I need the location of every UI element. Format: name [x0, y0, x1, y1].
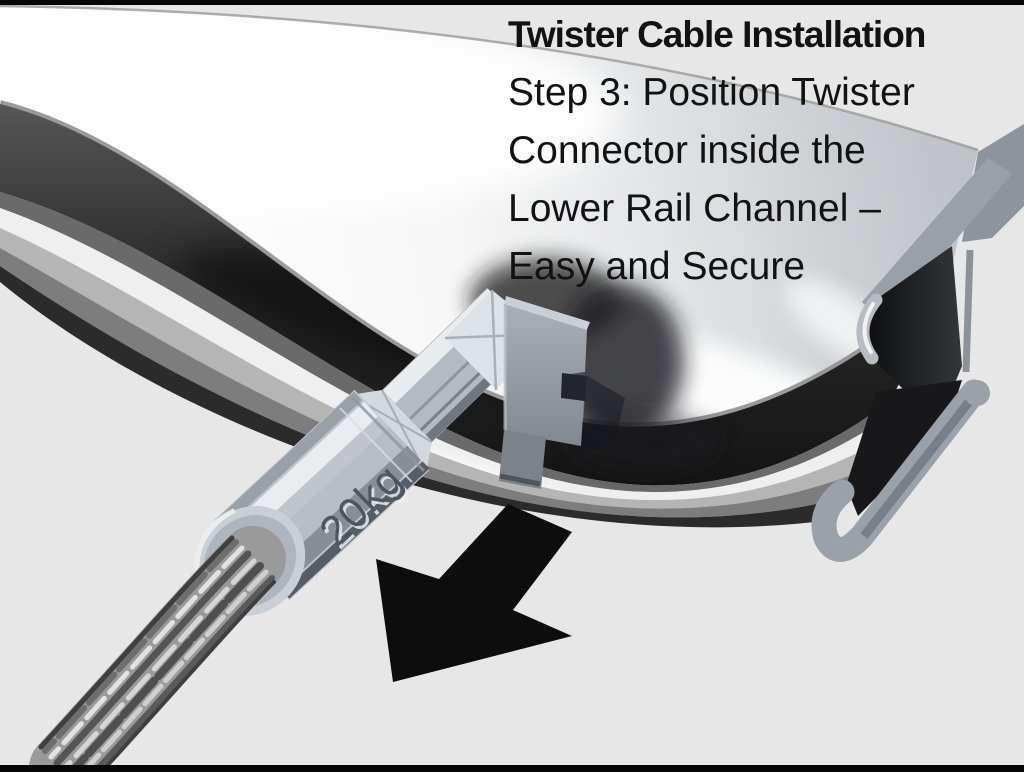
- direction-arrow-icon: [376, 504, 572, 682]
- caption-line: Step 3: Position Twister: [508, 71, 915, 114]
- top-letterbox-bar: [0, 0, 1024, 5]
- connector-head-block: [499, 296, 625, 489]
- rail-profile: [811, 124, 1024, 562]
- rail-upper-channel: [864, 246, 962, 424]
- bottom-letterbox-bar: [0, 765, 1024, 772]
- caption-line: Easy and Secure: [508, 245, 806, 288]
- rail-lower-channel: [846, 380, 962, 516]
- head-block-notch: [561, 373, 587, 401]
- caption-line: Lower Rail Channel –: [508, 187, 881, 230]
- caption-line: Connector inside the: [508, 129, 866, 172]
- caption: Twister Cable Installation Step 3: Posit…: [508, 6, 1008, 296]
- caption-title: Twister Cable Installation: [508, 14, 926, 55]
- steel-cable: [29, 526, 286, 772]
